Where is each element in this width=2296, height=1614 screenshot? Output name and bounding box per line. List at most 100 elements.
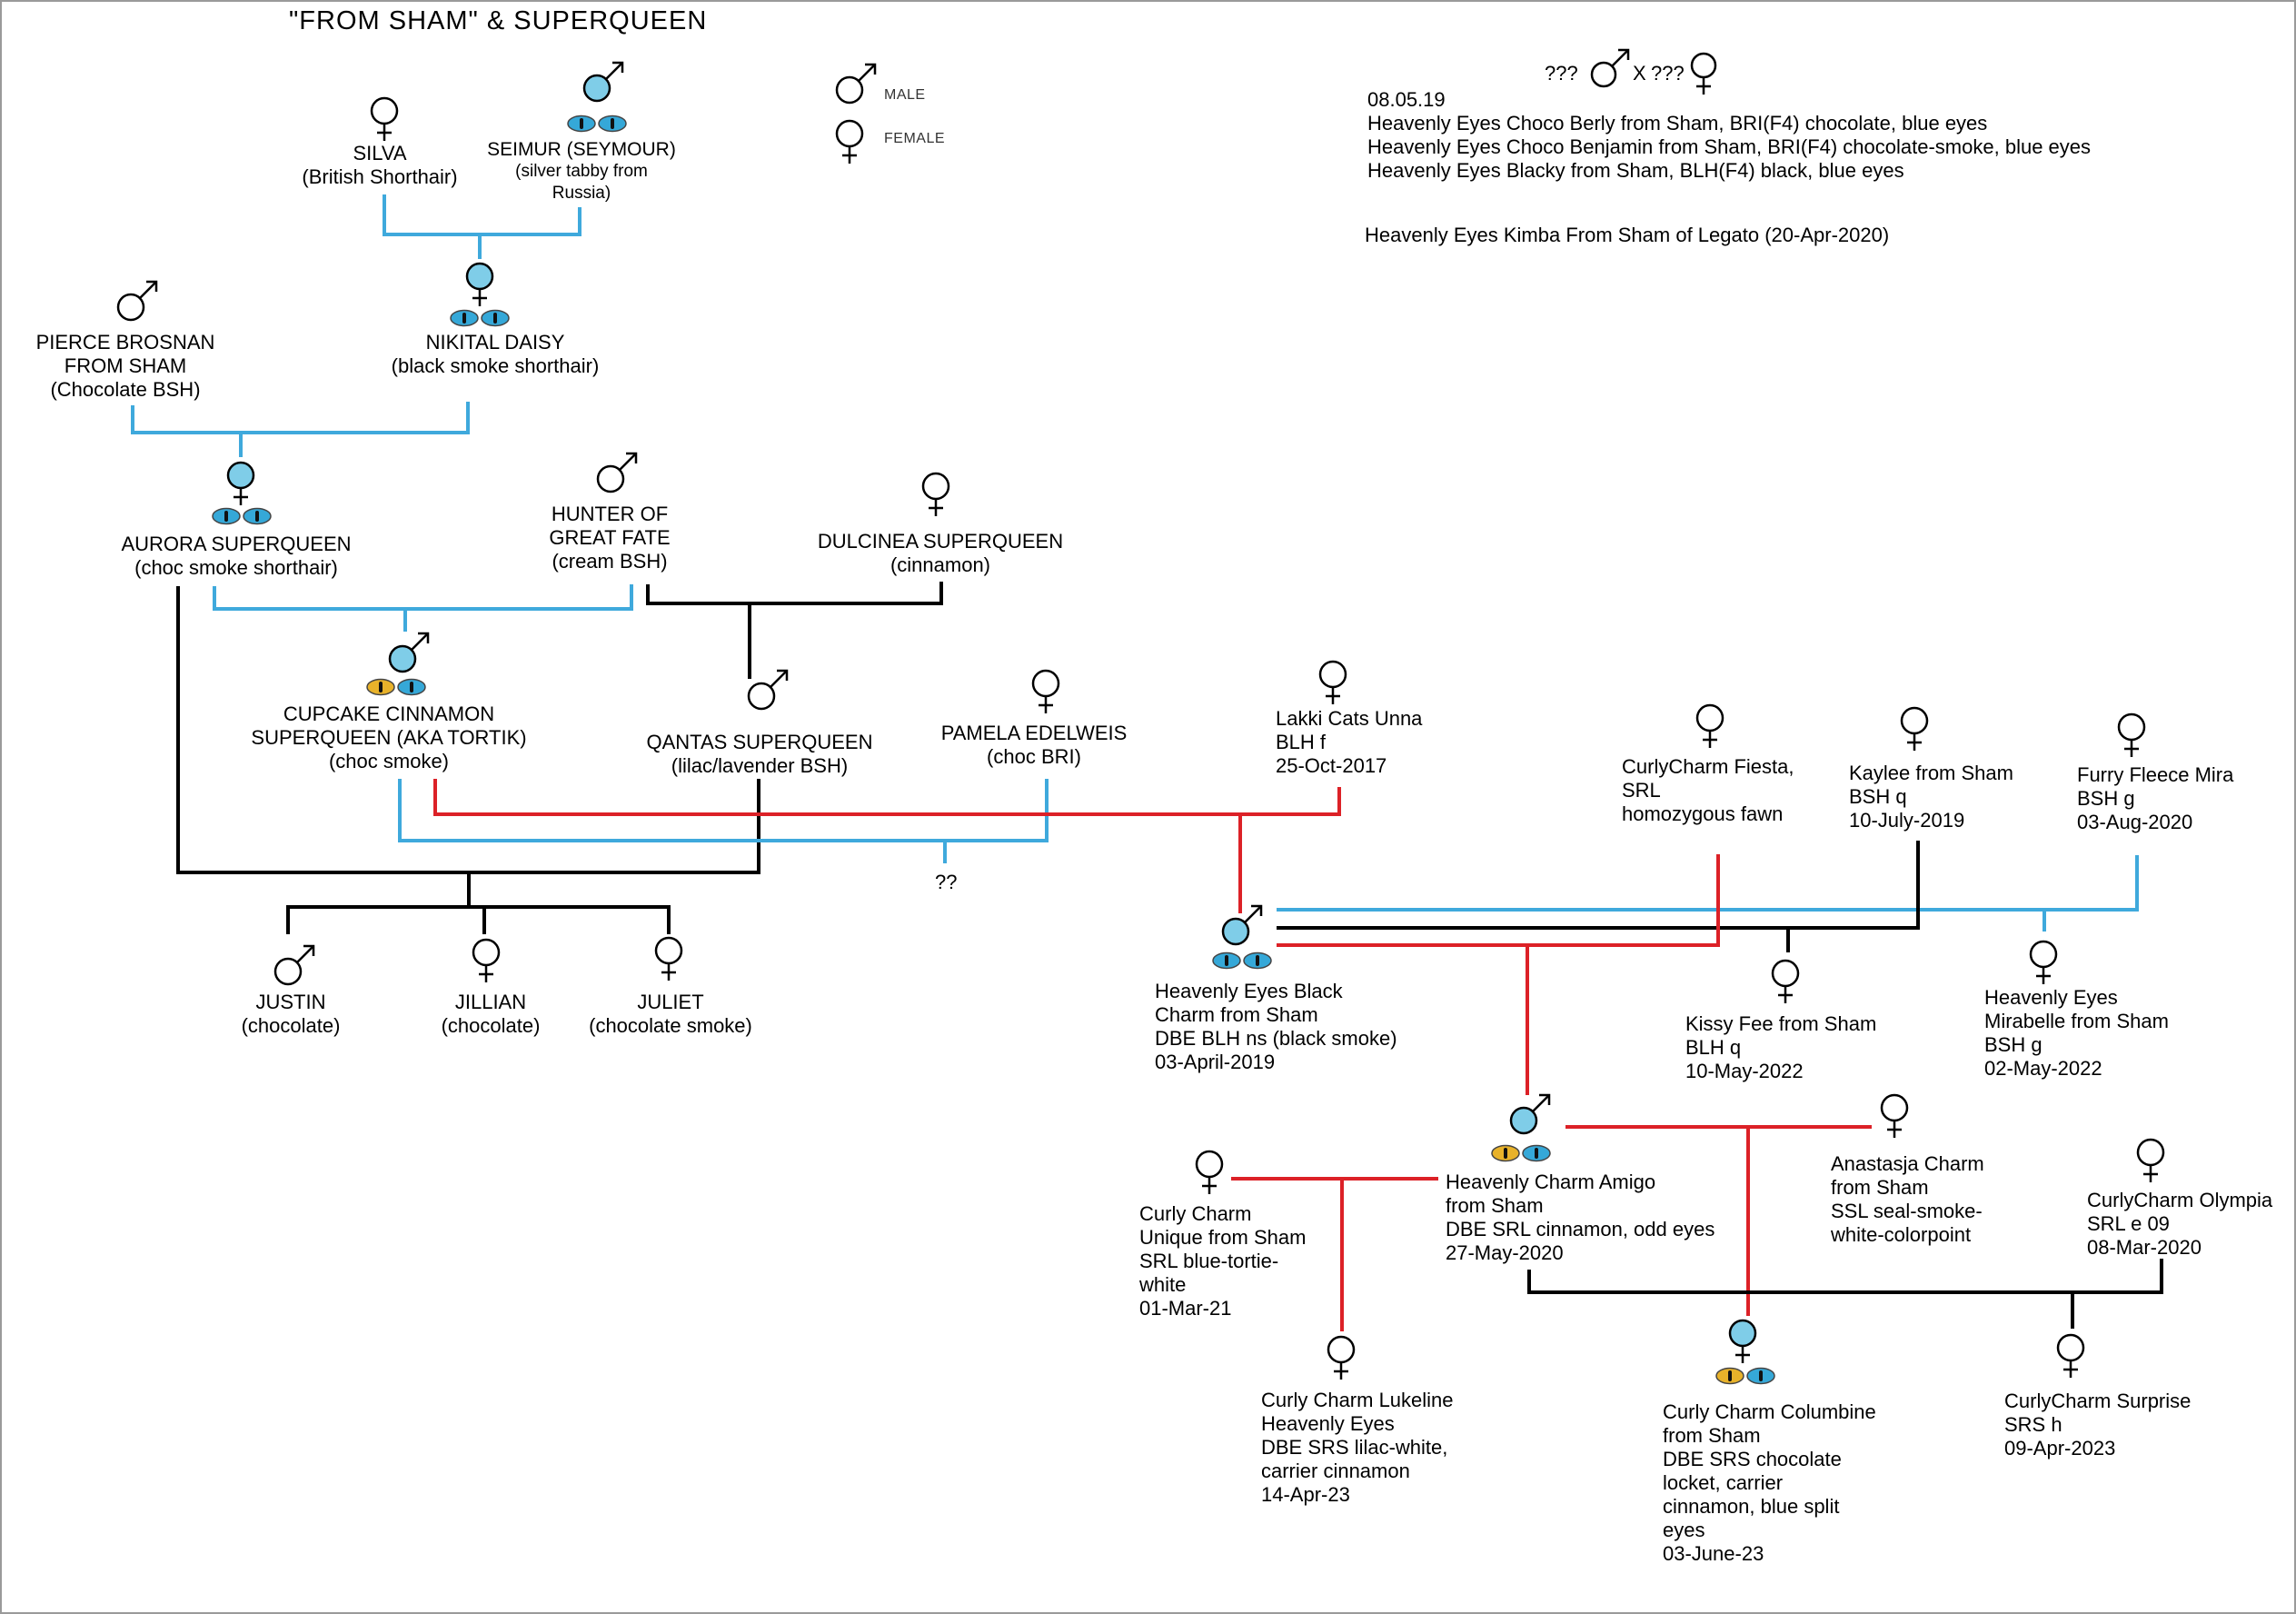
cat-info-line: GREAT FATE bbox=[549, 526, 671, 549]
cat-info-line: eyes bbox=[1663, 1519, 1705, 1541]
pupil bbox=[410, 682, 413, 692]
unknown-sire-label: ??? bbox=[1545, 62, 1578, 85]
cat-symbol-lakki bbox=[1318, 660, 1347, 704]
cat-symbol-surprise bbox=[2056, 1333, 2085, 1378]
pierce-nikital-line bbox=[131, 402, 470, 434]
pupil bbox=[379, 682, 383, 692]
male-symbol-arrow bbox=[1244, 905, 1262, 923]
cat-name: JULIET bbox=[637, 991, 704, 1013]
cat-symbol-hunter bbox=[596, 452, 638, 493]
male-symbol-arrow bbox=[139, 281, 157, 299]
cat-info-line: 01-Mar-21 bbox=[1139, 1297, 1232, 1320]
cat-symbol-justin bbox=[273, 944, 315, 986]
male-symbol-arrowhead bbox=[865, 63, 877, 75]
cat-name: Heavenly Charm Amigo bbox=[1446, 1171, 1656, 1193]
cat-label-juliet: JULIET(chocolate smoke) bbox=[589, 991, 752, 1038]
cat-info-line: Mirabelle from Sham bbox=[1984, 1010, 2169, 1032]
cupcake-pamela-line bbox=[398, 779, 1049, 842]
cat-info-line: (Chocolate BSH) bbox=[50, 378, 201, 401]
cat-info-line: (British Shorthair) bbox=[302, 165, 458, 188]
cat-info-line: BSH g bbox=[2077, 787, 2135, 810]
legend bbox=[835, 63, 877, 164]
cat-symbol-blackcharm bbox=[1212, 904, 1272, 970]
female-symbol-circle bbox=[465, 262, 494, 291]
cat-info-line: 25-Oct-2017 bbox=[1276, 754, 1387, 777]
hunter-dulcinea-line bbox=[646, 582, 943, 605]
cat-name: HUNTER OF bbox=[551, 503, 669, 525]
cat-symbol-anastasja bbox=[1880, 1093, 1909, 1138]
cat-info-line: (choc smoke shorthair) bbox=[134, 556, 338, 579]
cat-name: Curly Charm bbox=[1139, 1202, 1252, 1225]
cat-info-line: 10-July-2019 bbox=[1849, 809, 1965, 832]
cat-info-line: (cinnamon) bbox=[890, 553, 991, 576]
cat-name: DULCINEA SUPERQUEEN bbox=[817, 530, 1064, 553]
note-line: Heavenly Eyes Choco Benjamin from Sham, … bbox=[1367, 135, 2092, 158]
cat-info-line: SRL e 09 bbox=[2087, 1212, 2170, 1235]
legend-male-label: MALE bbox=[884, 87, 926, 103]
male-symbol-arrowhead bbox=[626, 452, 638, 463]
male-symbol-arrowhead bbox=[777, 669, 789, 681]
male-symbol-arrow bbox=[411, 633, 429, 651]
cat-info-line: 03-Aug-2020 bbox=[2077, 811, 2193, 833]
cat-info-line: (chocolate) bbox=[441, 1014, 541, 1037]
cat-info-line: SSL seal-smoke- bbox=[1831, 1200, 1983, 1222]
male-symbol-arrowhead bbox=[303, 944, 315, 956]
cat-info-line: 02-May-2022 bbox=[1984, 1057, 2102, 1080]
cat-name: JILLIAN bbox=[454, 991, 527, 1013]
cat-name: Kaylee from Sham bbox=[1849, 762, 2013, 784]
cat-label-dulcinea: DULCINEA SUPERQUEEN(cinnamon) bbox=[818, 530, 1063, 577]
pupil bbox=[1256, 955, 1259, 966]
pupil bbox=[1535, 1148, 1538, 1159]
cat-info-line: from Sham bbox=[1446, 1194, 1544, 1217]
male-symbol-arrowhead bbox=[612, 61, 624, 73]
note-line: Heavenly Eyes Choco Berly from Sham, BRI… bbox=[1367, 112, 1988, 134]
female-symbol-circle bbox=[1880, 1093, 1909, 1122]
blackcharm-kaylee-line bbox=[1277, 841, 1920, 930]
cat-symbol-cupcake bbox=[366, 632, 430, 696]
diagram-title: "FROM SHAM" & SUPERQUEEN bbox=[289, 6, 708, 35]
female-symbol-circle bbox=[2056, 1333, 2085, 1362]
cat-name: NIKITAL DAISY bbox=[425, 331, 565, 354]
cat-info-line: (cream BSH) bbox=[552, 550, 668, 573]
blackcharm-mira-line bbox=[1277, 855, 2139, 912]
male-symbol-arrowhead bbox=[1539, 1093, 1551, 1105]
note-line: Heavenly Eyes Blacky from Sham, BLH(F4) … bbox=[1367, 159, 1904, 182]
cat-info-line: from Sham bbox=[1663, 1424, 1761, 1447]
cat-info-line: white bbox=[1139, 1273, 1187, 1296]
cat-info-line: 03-April-2019 bbox=[1155, 1051, 1276, 1073]
female-symbol-circle bbox=[2136, 1138, 2165, 1167]
female-symbol-circle bbox=[1695, 703, 1724, 732]
cat-symbol-lukeline bbox=[1327, 1335, 1356, 1380]
female-symbol-circle bbox=[226, 461, 255, 490]
cat-label-pamela: PAMELA EDELWEIS(choc BRI) bbox=[941, 722, 1128, 769]
male-symbol-arrow bbox=[858, 64, 876, 82]
male-symbol-circle bbox=[1509, 1106, 1538, 1135]
cat-name: Kissy Fee from Sham bbox=[1685, 1012, 1877, 1035]
cat-label-nikital: NIKITAL DAISY(black smoke shorthair) bbox=[392, 331, 600, 378]
male-symbol-arrow bbox=[1611, 49, 1629, 67]
cat-name: CUPCAKE CINNAMON bbox=[283, 702, 495, 725]
cat-info-line: carrier cinnamon bbox=[1261, 1460, 1410, 1482]
kimba-note: Heavenly Eyes Kimba From Sham of Legato … bbox=[1365, 224, 1890, 246]
female-symbol-circle bbox=[1318, 660, 1347, 689]
cat-symbol-kaylee bbox=[1900, 706, 1929, 751]
amigo-olympia-line bbox=[1527, 1259, 2163, 1294]
male-symbol-arrow bbox=[1532, 1094, 1550, 1112]
pupil bbox=[1728, 1370, 1732, 1381]
cat-info-line: Unique from Sham bbox=[1139, 1226, 1307, 1249]
female-symbol-circle bbox=[1031, 669, 1060, 698]
cat-info-line: SUPERQUEEN (AKA TORTIK) bbox=[251, 726, 527, 749]
male-symbol-arrowhead bbox=[418, 632, 430, 643]
male-symbol-arrowhead bbox=[146, 280, 158, 292]
male-symbol-arrow bbox=[770, 670, 788, 688]
cat-info-line: 03-June-23 bbox=[1663, 1542, 1764, 1565]
